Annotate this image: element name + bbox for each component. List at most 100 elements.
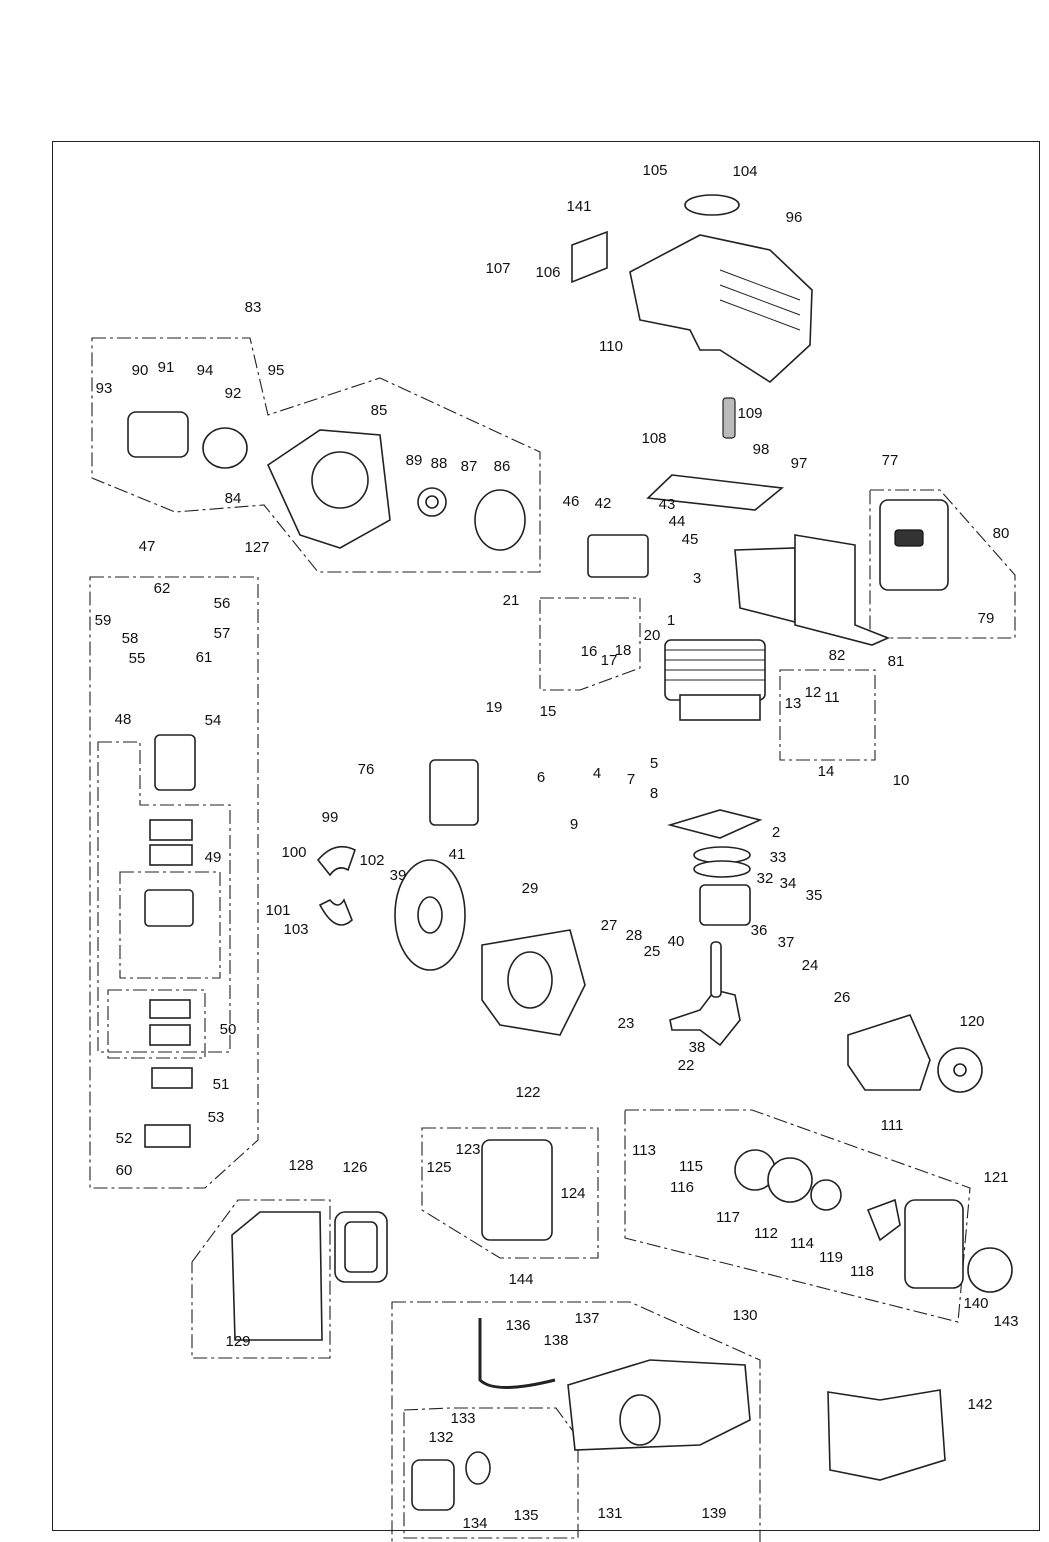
- group-outline-47: [89, 576, 259, 1189]
- connecting-rod-shape: [710, 941, 722, 998]
- part-number-label: 133: [450, 1410, 475, 1427]
- part-number-label: 112: [754, 1225, 778, 1242]
- insulator-plate-shape: [794, 534, 891, 646]
- part-number-label: 141: [566, 198, 591, 215]
- fuel-filler-shape: [619, 1394, 661, 1446]
- part-number-label: 110: [599, 338, 623, 355]
- part-number-label: 114: [790, 1235, 814, 1252]
- part-number-label: 105: [642, 162, 667, 179]
- part-number-label: 142: [967, 1396, 992, 1413]
- group-outline-48: [97, 741, 231, 1053]
- part-number-label: 44: [669, 513, 686, 530]
- part-number-label: 123: [455, 1141, 480, 1158]
- carburetor-detail-shape: [154, 734, 196, 791]
- part-number-label: 99: [322, 809, 339, 826]
- group-outline-130: [391, 1301, 761, 1542]
- part-number-label: 7: [627, 771, 635, 788]
- part-number-label: 56: [214, 595, 231, 612]
- part-number-label: 49: [205, 849, 222, 866]
- part-number-label: 33: [770, 849, 787, 866]
- air-filter-base-shape: [481, 1139, 553, 1241]
- part-number-label: 39: [390, 867, 407, 884]
- part-number-label: 97: [791, 455, 808, 472]
- part-number-label: 27: [601, 917, 618, 934]
- part-number-label: 10: [893, 772, 910, 789]
- part-number-label: 111: [881, 1117, 904, 1134]
- piston-shape: [699, 884, 751, 926]
- part-number-label: 95: [268, 362, 285, 379]
- part-number-label: 50: [220, 1021, 237, 1038]
- part-number-label: 117: [716, 1209, 740, 1226]
- part-number-label: 77: [882, 452, 899, 469]
- group-outline-10: [779, 669, 876, 761]
- part-number-label: 45: [682, 531, 699, 548]
- rear-crankcase-shape: [847, 1014, 931, 1091]
- part-number-label: 126: [342, 1159, 367, 1176]
- group-outlines: [89, 337, 1016, 1542]
- part-number-label: 53: [208, 1109, 225, 1126]
- part-number-label: 100: [281, 844, 306, 861]
- part-number-label: 119: [819, 1249, 843, 1266]
- part-number-label: 120: [959, 1013, 984, 1030]
- part-number-label: 121: [983, 1169, 1008, 1186]
- part-number-label: 40: [668, 933, 685, 950]
- metering-plate-shape: [144, 889, 194, 927]
- part-number-label: 38: [689, 1039, 706, 1056]
- gasket-shape-2: [149, 1024, 191, 1046]
- part-number-label: 79: [978, 610, 995, 627]
- part-number-label: 37: [778, 934, 795, 951]
- group-outline-49: [119, 871, 221, 979]
- tank-guard-shape: [827, 1389, 946, 1481]
- part-number-label: 83: [245, 299, 262, 316]
- part-number-label: 134: [462, 1515, 487, 1532]
- diagram-frame: [52, 141, 1040, 1531]
- part-number-label: 140: [963, 1295, 988, 1312]
- insulator-gasket-shape: [646, 474, 784, 511]
- cylinder-base-shape: [679, 694, 761, 721]
- ignition-coil-shape: [587, 534, 649, 578]
- part-number-label: 58: [122, 630, 139, 647]
- part-number-label: 28: [626, 927, 643, 944]
- part-number-label: 92: [225, 385, 242, 402]
- part-number-label: 14: [818, 763, 835, 780]
- part-number-label: 4: [593, 765, 601, 782]
- fuel-pump-shape: [144, 1124, 191, 1148]
- part-number-label: 116: [670, 1179, 694, 1196]
- part-number-label: 1: [667, 612, 675, 629]
- part-number-label: 125: [426, 1159, 451, 1176]
- clutch-shoe-shape-2: [318, 898, 353, 926]
- part-number-label: 144: [508, 1271, 533, 1288]
- part-number-label: 96: [786, 209, 803, 226]
- part-number-label: 3: [693, 570, 701, 587]
- part-number-label: 128: [288, 1157, 313, 1174]
- piston-ring-shape-2: [693, 860, 751, 878]
- part-number-label: 5: [650, 755, 658, 772]
- part-number-label: 12: [805, 684, 822, 701]
- part-number-label: 46: [563, 493, 580, 510]
- cylinder-shroud-shape: [629, 234, 813, 384]
- part-number-label: 132: [428, 1429, 453, 1446]
- muffler-vent-shape: [894, 529, 924, 547]
- gasket-shape: [149, 999, 191, 1019]
- part-number-label: 115: [679, 1158, 703, 1175]
- part-number-label: 85: [371, 402, 388, 419]
- part-number-label: 32: [757, 870, 774, 887]
- part-number-label: 101: [265, 902, 290, 919]
- part-number-label: 36: [751, 922, 768, 939]
- air-filter-cover-shape: [231, 1211, 323, 1341]
- part-number-label: 84: [225, 490, 242, 507]
- part-number-label: 18: [615, 642, 632, 659]
- part-number-label: 54: [205, 712, 222, 729]
- part-number-label: 82: [829, 647, 846, 664]
- part-number-label: 60: [116, 1162, 133, 1179]
- part-number-label: 87: [461, 458, 478, 475]
- plug-cap-shape: [684, 194, 740, 216]
- part-number-label: 86: [494, 458, 511, 475]
- part-number-label: 9: [570, 816, 578, 833]
- fuel-tank-shape: [567, 1359, 751, 1451]
- starter-case-shape: [904, 1199, 964, 1289]
- part-number-label: 52: [116, 1130, 133, 1147]
- part-number-label: 88: [431, 455, 448, 472]
- part-number-label: 124: [560, 1185, 585, 1202]
- pump-cover-shape: [151, 1067, 193, 1089]
